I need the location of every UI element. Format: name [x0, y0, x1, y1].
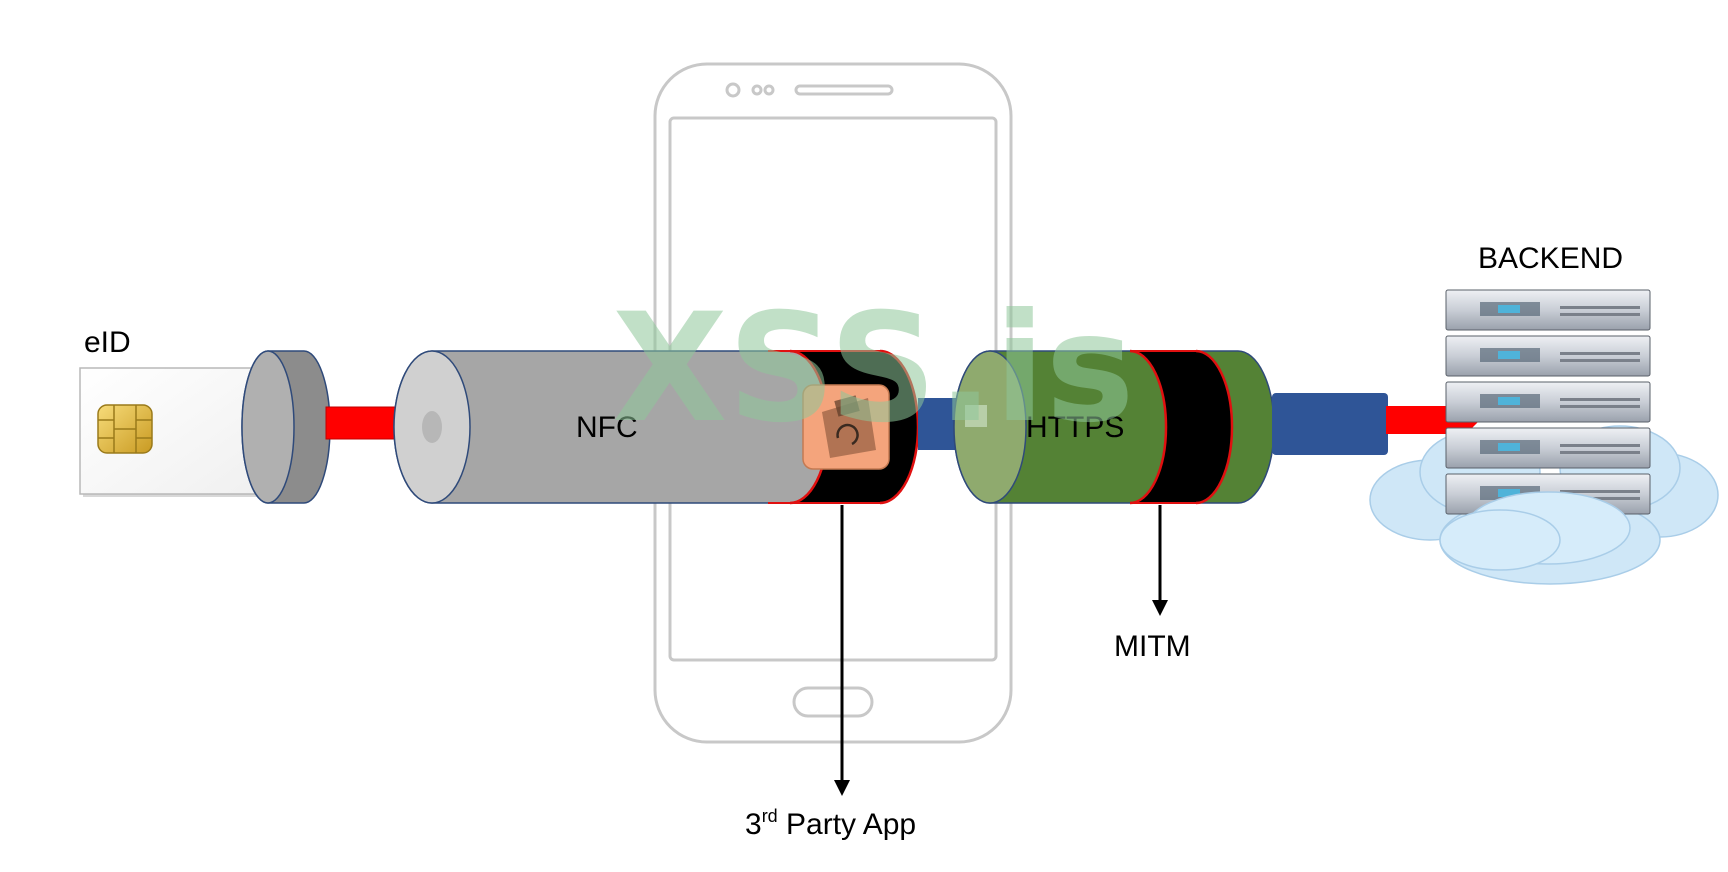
https-label: HTTPS: [1026, 411, 1124, 444]
blue-link-https-to-backend: [1272, 393, 1388, 455]
mitm-segment: [1129, 349, 1234, 505]
card-reader-cylinder: [241, 350, 331, 504]
backend-label: BACKEND: [1478, 242, 1623, 275]
mitm-arrow: [1152, 505, 1168, 616]
eid-label: eID: [84, 326, 131, 359]
third-party-suffix: Party App: [778, 808, 916, 841]
nfc-label: NFC: [576, 411, 638, 444]
third-party-prefix: 3: [745, 808, 762, 841]
eid-card: [79, 367, 263, 497]
third-party-superscript: rd: [762, 806, 778, 826]
third-party-app-label: 3rd Party App: [745, 806, 916, 841]
server-rack-icon: [1445, 289, 1651, 515]
mitm-label: MITM: [1114, 630, 1191, 663]
https-tube: [953, 349, 1275, 505]
third-party-arrow: [834, 505, 850, 796]
cloud-front-icon: [1439, 491, 1631, 571]
watermark: XSS.is: [612, 282, 1135, 456]
malicious-app-icon: [802, 384, 890, 470]
sim-chip-icon: [97, 404, 153, 454]
https-tube-front-face: [953, 350, 1027, 504]
